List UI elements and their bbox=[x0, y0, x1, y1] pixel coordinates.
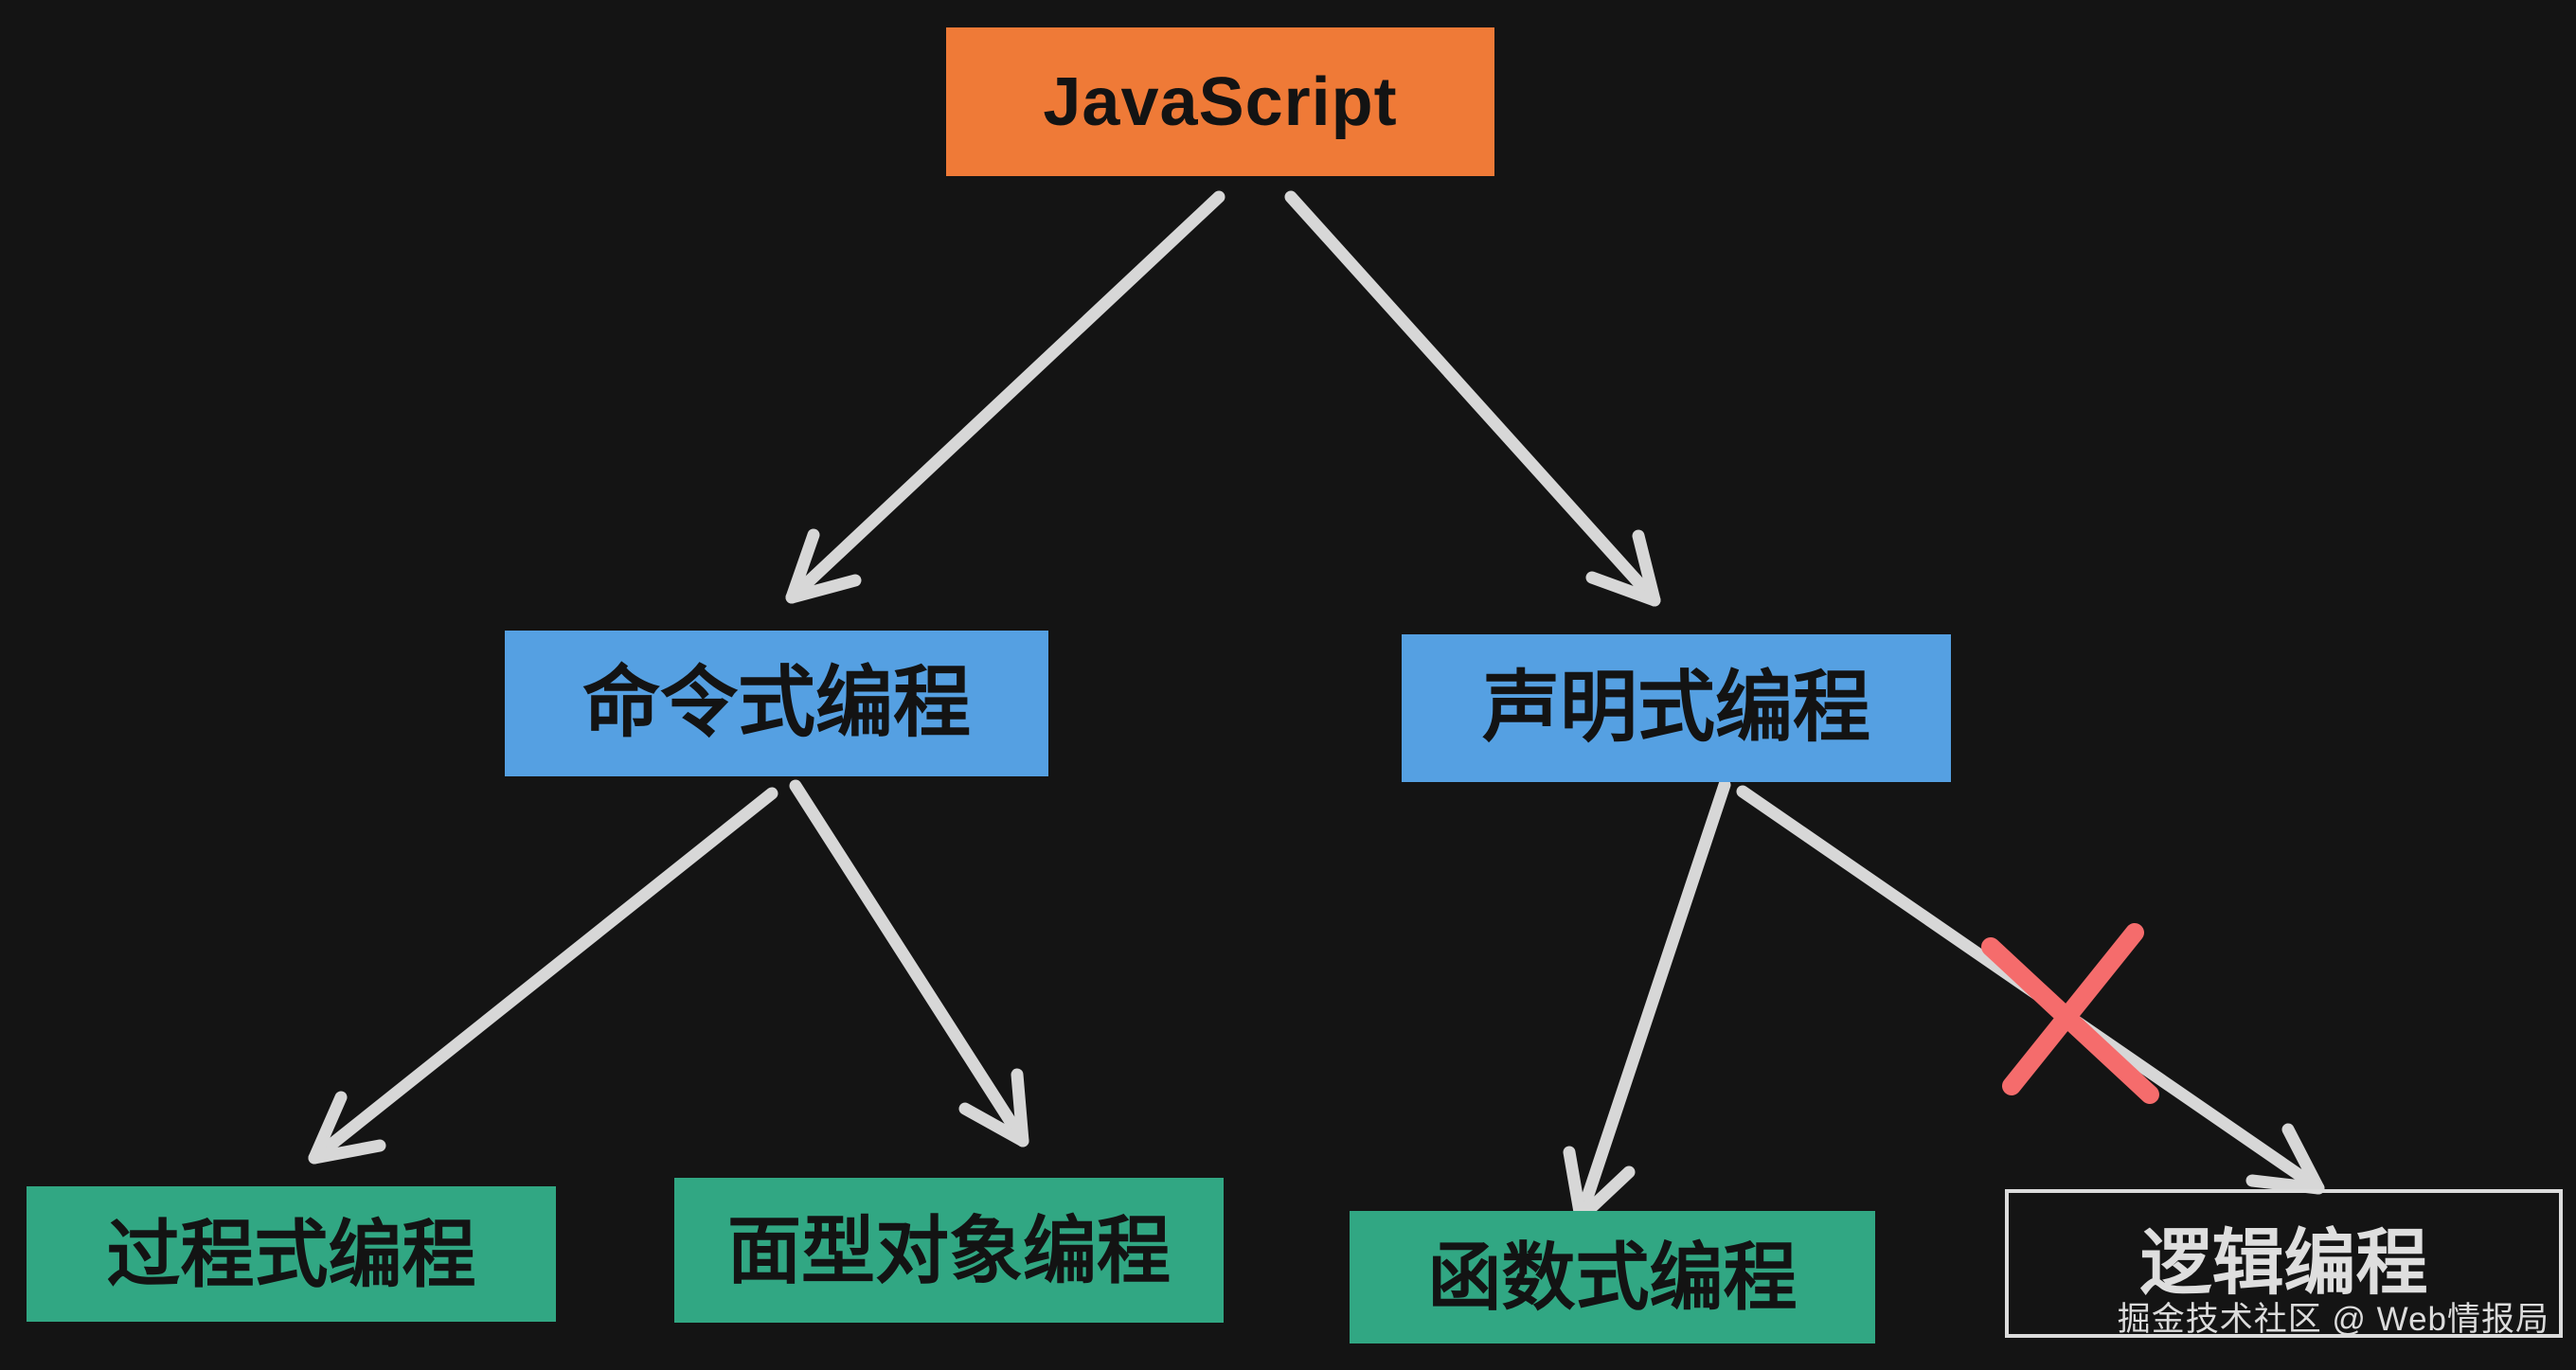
node-object-oriented-label: 面型对象编程 bbox=[726, 1208, 1171, 1292]
node-declarative-label: 声明式编程 bbox=[1481, 665, 1870, 751]
arrow-declarative-to-functional bbox=[1563, 778, 1731, 1224]
arrow-declarative-to-logic bbox=[1736, 785, 2325, 1195]
node-imperative-label: 命令式编程 bbox=[581, 660, 971, 746]
arrow-imperative-to-procedural bbox=[308, 787, 778, 1165]
red-cross-mark bbox=[1981, 923, 2159, 1104]
watermark: 掘金技术社区 @ Web情报局 bbox=[2117, 1301, 2549, 1338]
node-functional-programming: 函数式编程 bbox=[1350, 1211, 1875, 1343]
arrow-javascript-to-declarative bbox=[1284, 190, 1661, 607]
node-procedural-programming: 过程式编程 bbox=[27, 1186, 556, 1322]
node-functional-label: 函数式编程 bbox=[1427, 1236, 1798, 1319]
node-logic-programming: 逻辑编程 bbox=[2005, 1189, 2563, 1338]
arrow-javascript-to-imperative bbox=[785, 190, 1225, 604]
node-javascript-label: JavaScript bbox=[1043, 63, 1398, 140]
node-object-oriented-programming: 面型对象编程 bbox=[674, 1178, 1224, 1323]
node-javascript: JavaScript bbox=[946, 27, 1494, 176]
node-logic-label: 逻辑编程 bbox=[2139, 1222, 2428, 1304]
arrow-imperative-to-object-oriented bbox=[789, 779, 1029, 1148]
node-procedural-label: 过程式编程 bbox=[106, 1212, 476, 1296]
node-imperative-programming: 命令式编程 bbox=[505, 631, 1048, 776]
node-declarative-programming: 声明式编程 bbox=[1402, 634, 1951, 782]
